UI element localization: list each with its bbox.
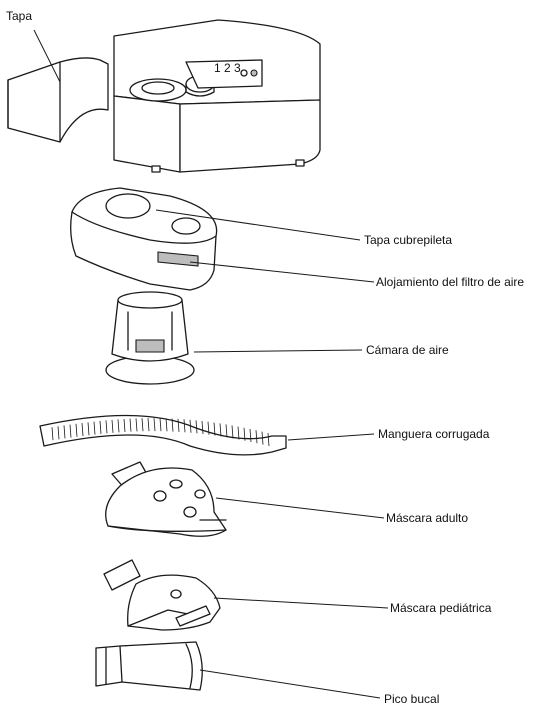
hose-rib [255,430,258,444]
hose-rib [81,423,84,437]
air-chamber-label: Cámara de aire [366,343,449,357]
hose-rib [213,422,216,436]
hose-rib [75,423,78,437]
hose-rib [135,418,138,432]
pediatric-mask-illustration [103,559,221,631]
hose-rib [51,427,54,441]
hose-rib [63,425,66,439]
lid-illustration [7,57,109,143]
air-filter-leader-line [189,261,375,283]
lid-label: Tapa [6,9,32,23]
adult-mask-label: Máscara adulto [386,511,468,525]
hose-rib [249,428,252,443]
hose-rib [261,431,264,445]
hose-rib [225,424,228,438]
mouthpiece-label: Pico bucal [384,692,439,706]
hose-rib [111,419,114,433]
air-filter-housing-label: Alojamiento del filtro de aire [376,275,524,289]
hose-ribs [51,418,270,447]
mouthpiece-leader-line [199,669,381,699]
corrugated-hose-label: Manguera corrugada [378,427,490,441]
hose-rib [69,424,72,438]
hose-rib [105,420,108,434]
hose-rib [231,425,234,439]
hose-rib [87,422,90,436]
hose-rib [129,418,132,432]
nebulizer-base-illustration [113,19,321,173]
hose-rib [201,420,204,435]
hose-rib [93,421,96,435]
adult-mask-illustration [105,461,227,537]
hose-rib [267,432,270,447]
adult-mask-leader-line [215,497,385,519]
hose-rib [243,427,246,441]
hose-rib [237,426,240,440]
mouthpiece-illustration [95,641,203,691]
hose-rib [177,418,180,432]
hose-rib [123,418,126,433]
hose-rib [189,419,192,433]
pediatric-mask-leader-line [213,597,389,609]
air-chamber-illustration [105,291,195,385]
hose-rib [147,418,150,432]
hose-rib [153,418,156,432]
lid-leader-line [33,29,61,83]
hose-rib [141,418,144,432]
hose-rib [99,420,102,434]
pediatric-mask-label: Máscara pediátrica [390,601,492,615]
hose-rib [171,418,174,432]
air-chamber-leader-line [193,349,363,353]
hose-rib [207,421,210,435]
hose-rib [165,418,168,432]
corrugated-hose-leader-line [287,433,375,441]
hose-rib [57,426,60,440]
hose-rib [117,419,120,433]
device-panel-text: 1 2 3 [214,61,241,75]
basin-cover-illustration [70,187,218,291]
corrugated-hose-illustration [39,414,287,456]
hose-rib [183,419,186,433]
basin-cover-label: Tapa cubrepileta [364,233,452,247]
hose-rib [195,420,198,434]
basin-cover-leader-line [155,209,361,241]
hose-rib [159,418,162,432]
hose-rib [219,423,222,437]
